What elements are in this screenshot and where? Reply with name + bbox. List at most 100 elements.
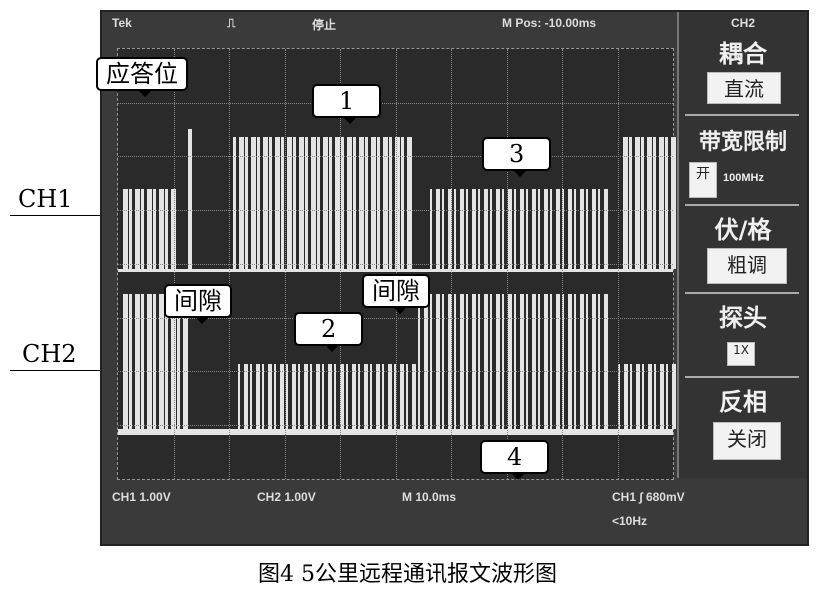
pulse [305, 137, 308, 269]
pulse [263, 137, 268, 269]
trigger-level: CH1 ∫ 680mV [612, 490, 685, 504]
pulse [604, 189, 608, 269]
pulse [574, 189, 576, 269]
pulse [580, 294, 584, 429]
pulse [395, 137, 400, 269]
grid-line [118, 102, 673, 104]
pulse [304, 364, 308, 429]
status-bar-bottom: CH1 1.00V CH2 1.00V M 10.0ms CH1 ∫ 680mV… [102, 482, 802, 542]
pulse [472, 189, 476, 269]
pulse [310, 364, 312, 429]
grid-line [118, 424, 673, 426]
pulse [135, 294, 140, 429]
pulse [329, 137, 332, 269]
grid-line [118, 263, 673, 265]
pulse [316, 364, 320, 429]
pulse [490, 294, 492, 429]
ch2-scale: CH2 1.00V [257, 490, 316, 504]
pulse [394, 364, 396, 429]
pulse [424, 294, 428, 429]
pulse [478, 294, 480, 429]
pulse [400, 364, 404, 429]
ch1-scale: CH1 1.00V [112, 490, 171, 504]
pulse [238, 364, 240, 429]
figure-caption: 图4 5公里远程通讯报文波形图 [258, 562, 557, 587]
callout-3: 3 [482, 137, 552, 177]
pulse [183, 294, 188, 429]
ch1-arrow [10, 215, 100, 216]
pulse [496, 294, 500, 429]
pulse [641, 137, 644, 269]
pulse [244, 364, 248, 429]
pulse [508, 189, 512, 269]
pulse [556, 294, 560, 429]
pulse [624, 364, 628, 429]
pulse [436, 189, 440, 269]
pulse [466, 189, 468, 269]
pulse [256, 364, 260, 429]
pulse [665, 137, 668, 269]
menu-bw-state[interactable]: 开 [689, 162, 717, 198]
pulse [514, 294, 516, 429]
pulse [323, 137, 328, 269]
ch1-label: CH1 [18, 185, 73, 213]
pulse [340, 364, 344, 429]
pulse [406, 364, 408, 429]
pulse [245, 137, 248, 269]
pulse [550, 189, 552, 269]
menu-invert-title: 反相 [719, 388, 767, 416]
pulse [274, 364, 276, 429]
pulse [358, 364, 360, 429]
pulse [268, 364, 272, 429]
menu-channel: CH2 [730, 16, 755, 30]
pulse [365, 137, 368, 269]
pulse [647, 137, 652, 269]
callout-gap-1: 间隙 [164, 284, 232, 324]
pulse [544, 294, 548, 429]
menu-coupling-button[interactable]: 直流 [707, 72, 781, 104]
menu-vdiv-button[interactable]: 粗调 [707, 248, 787, 284]
pulse [275, 137, 280, 269]
pulse [460, 294, 464, 429]
menu-probe-button[interactable]: 1X [727, 342, 755, 366]
menu-invert-button[interactable]: 关闭 [713, 422, 781, 460]
pulse [630, 364, 632, 429]
grid-line [118, 371, 673, 373]
pulse [448, 294, 452, 429]
pulse [448, 189, 452, 269]
pulse [654, 364, 656, 429]
pulse [317, 137, 320, 269]
pulse [538, 294, 540, 429]
pulse [364, 364, 368, 429]
pulse [653, 137, 656, 269]
pulse [147, 294, 152, 429]
pulse [141, 189, 144, 269]
side-menu: CH2 耦合 直流 带宽限制 开 100MHz 伏/格 粗调 探头 1X 反相 … [677, 12, 807, 478]
callout-2: 2 [294, 312, 364, 352]
ch2-waveform [118, 284, 676, 434]
pulse [286, 364, 288, 429]
pulse [598, 189, 600, 269]
menu-bw-title: 带宽限制 [698, 130, 787, 155]
pulse [520, 189, 524, 269]
oscilloscope-screen: Tek ⎍ 停止 M Pos: -10.00ms 应答位 1 3 间隙 间隙 2… [96, 10, 809, 546]
menu-coupling-title: 耦合 [719, 40, 767, 68]
pulse [532, 189, 536, 269]
pulse [359, 137, 364, 269]
pulse [262, 364, 264, 429]
pulse [460, 189, 464, 269]
pulse [660, 364, 664, 429]
pulse [311, 137, 316, 269]
status-bar-top: Tek ⎍ 停止 M Pos: -10.00ms [102, 16, 672, 40]
grid-line [118, 317, 673, 319]
pulse [454, 189, 456, 269]
pulse [371, 137, 376, 269]
pulse [159, 189, 164, 269]
pulse [412, 364, 416, 429]
pulse [666, 364, 668, 429]
pulse [574, 294, 576, 429]
pulse [490, 189, 492, 269]
pulse [568, 294, 572, 429]
pulse [233, 137, 236, 269]
pulse [514, 189, 516, 269]
